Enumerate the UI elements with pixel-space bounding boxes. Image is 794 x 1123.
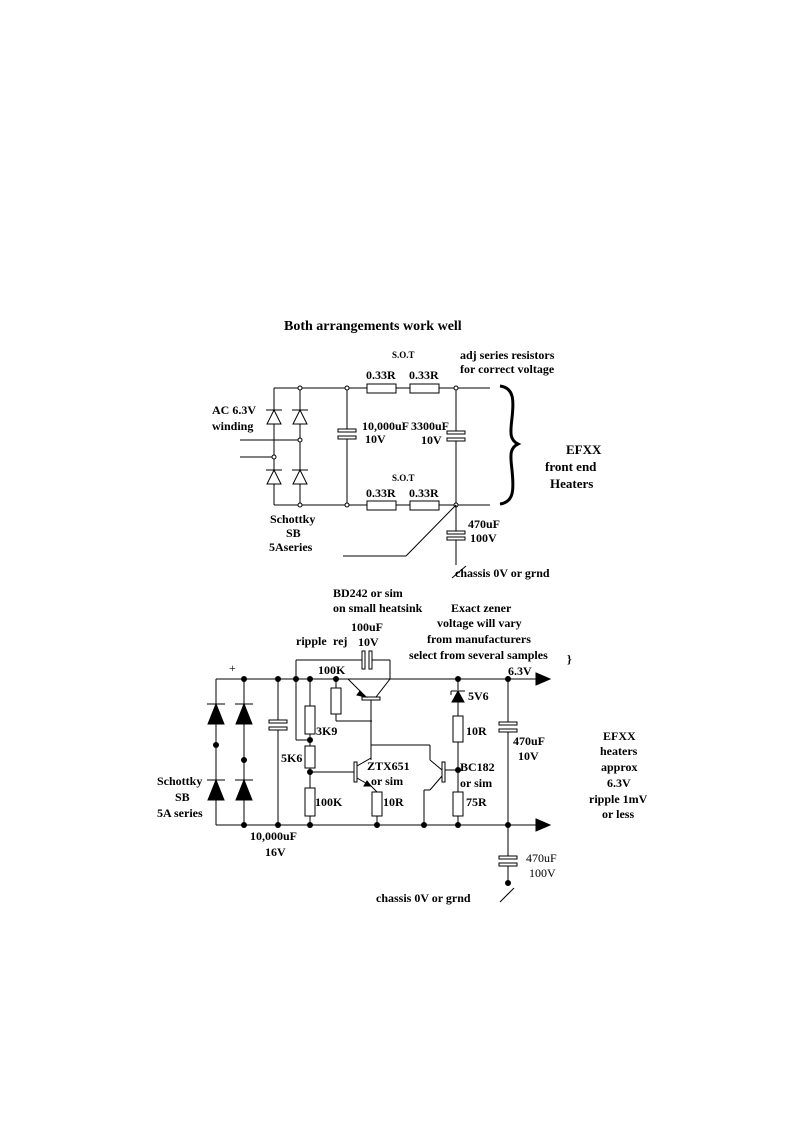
top-c1-label-2: 10V: [365, 432, 386, 446]
bd242-label-2: on small heatsink: [333, 601, 423, 615]
r100k-bottom-label: 100K: [315, 795, 343, 809]
brace-mark: }: [567, 652, 572, 666]
zener-note-3: from manufacturers: [427, 632, 531, 646]
c10000-label-1: 10,000uF: [250, 829, 297, 843]
top-chassis-label: chassis 0V or grnd: [455, 566, 550, 580]
top-adj-note-1: adj series resistors: [460, 348, 555, 362]
top-diode-3: [266, 468, 282, 485]
c470-out-label-2: 10V: [518, 749, 539, 763]
zener-note-4: select from several samples: [409, 648, 548, 662]
top-sot-label-1: S.O.T: [392, 350, 415, 360]
top-diode-1: [266, 408, 282, 425]
top-schottky-1: Schottky: [270, 512, 315, 526]
top-c3-label-1: 470uF: [468, 517, 500, 531]
bc182-label-1: BC182: [460, 760, 495, 774]
top-c3-label-2: 100V: [470, 531, 497, 545]
top-efxx-1: EFXX: [566, 442, 602, 457]
cap-100uf-label-2: 10V: [358, 635, 379, 649]
cap-100uf-label-1: 100uF: [351, 620, 383, 634]
efxx-label-4: 6.3V: [607, 776, 631, 790]
top-diode-4: [292, 468, 308, 485]
top-r3-label: 0.33R: [366, 486, 396, 500]
ripple-label: ripple: [296, 634, 327, 648]
out-voltage-label: 6.3V: [508, 664, 532, 678]
rej-label: rej: [333, 634, 347, 648]
bottom-schottky-1: Schottky: [157, 774, 202, 788]
top-r1-label: 0.33R: [366, 368, 396, 382]
r75r-label: 75R: [466, 795, 487, 809]
top-c2-label-1: 3300uF: [411, 419, 449, 433]
bd242-label-1: BD242 or sim: [333, 586, 403, 600]
r3k9-label: 3K9: [316, 724, 337, 738]
top-circuit: [240, 383, 522, 579]
bc182-label-2: or sim: [460, 776, 492, 790]
efxx-label-1: EFXX: [603, 729, 636, 743]
page-title: Both arrangements work well: [284, 319, 462, 334]
top-r4-label: 0.33R: [409, 486, 439, 500]
ac-label-2: winding: [212, 419, 253, 433]
zener-5v6-label: 5V6: [468, 689, 489, 703]
r10r-bottom-label: 10R: [383, 795, 404, 809]
top-adj-note-2: for correct voltage: [460, 362, 555, 376]
zener-note-2: voltage will vary: [437, 616, 522, 630]
bottom-schottky-2: SB: [175, 790, 190, 804]
efxx-label-6: or less: [602, 807, 634, 821]
top-r2-label: 0.33R: [409, 368, 439, 382]
c470-out-label-1: 470uF: [513, 734, 545, 748]
top-diode-2: [292, 408, 308, 425]
zener-note-1: Exact zener: [451, 601, 512, 615]
r100k-top-label: 100K: [318, 663, 346, 677]
ztx651-label-1: ZTX651: [367, 759, 410, 773]
r5k6-label: 5K6: [281, 751, 302, 765]
c470-chassis-label-1: 470uF: [526, 851, 557, 865]
top-efxx-3: Heaters: [550, 476, 593, 491]
top-c1-label-1: 10,000uF: [362, 419, 409, 433]
c470-chassis-label-2: 100V: [529, 866, 556, 880]
top-efxx-2: front end: [545, 459, 597, 474]
top-sot-label-2: S.O.T: [392, 473, 415, 483]
efxx-label-3: approx: [601, 760, 637, 774]
ac-label-1: AC 6.3V: [212, 403, 256, 417]
bottom-schottky-3: 5A series: [157, 806, 203, 820]
plus-label: +: [229, 661, 236, 675]
top-schottky-3: 5Aseries: [269, 540, 313, 554]
r10r-top-label: 10R: [466, 724, 487, 738]
top-schottky-2: SB: [286, 526, 301, 540]
top-c2-label-2: 10V: [421, 433, 442, 447]
c10000-label-2: 16V: [265, 845, 286, 859]
ztx651-label-2: or sim: [371, 774, 403, 788]
efxx-label-2: heaters: [600, 744, 638, 758]
bottom-chassis-label: chassis 0V or grnd: [376, 891, 471, 905]
bottom-circuit: [207, 650, 552, 903]
efxx-label-5: ripple 1mV: [589, 792, 648, 806]
